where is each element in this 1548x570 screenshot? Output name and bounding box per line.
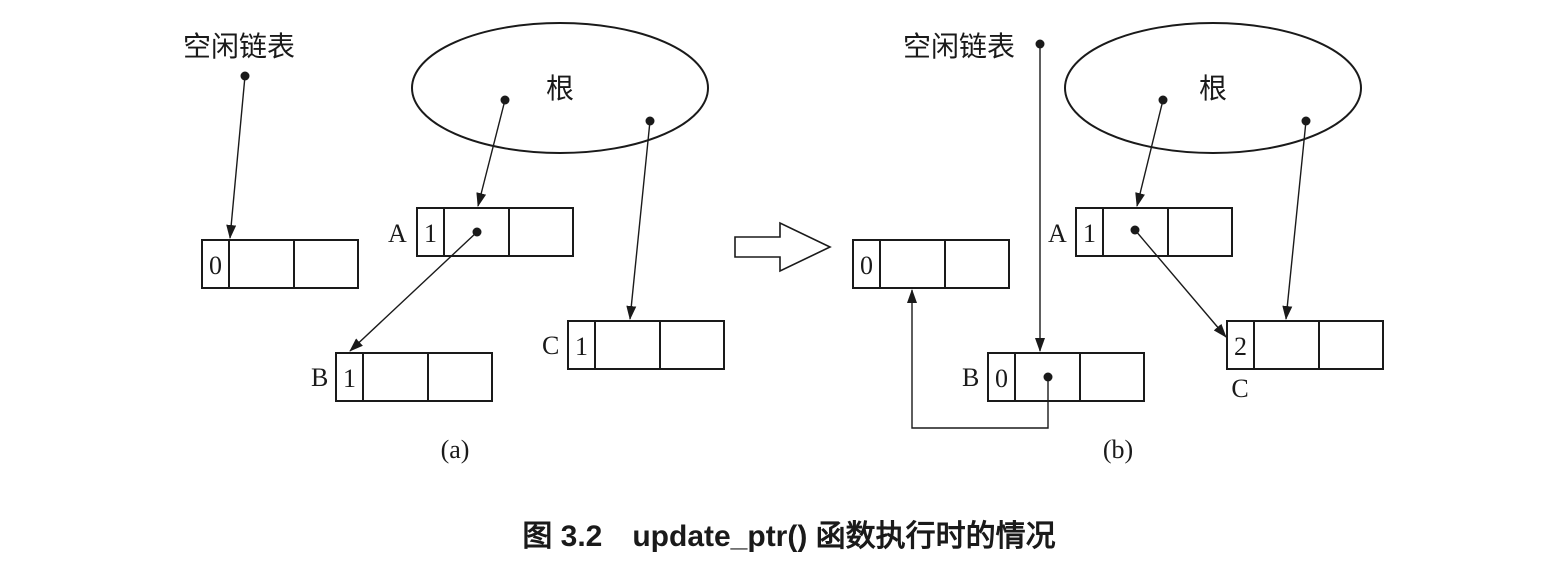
ref-count-cell <box>1226 320 1255 370</box>
panel-a: 空闲链表 根 0 A 1 B <box>183 22 725 464</box>
object-label: C <box>1231 374 1248 403</box>
a-to-c-arrow <box>1134 229 1227 338</box>
object-b: B 1 <box>311 352 493 402</box>
ref-count-cell <box>1075 207 1104 257</box>
ref-count-value: 0 <box>995 364 1008 393</box>
field-cell <box>594 320 661 370</box>
object-b: B 0 <box>962 352 1145 402</box>
field-cell <box>879 239 946 289</box>
field-cell <box>1318 320 1384 370</box>
ref-count-value: 0 <box>860 251 873 280</box>
root-to-c-arrow <box>1282 120 1307 320</box>
field-cell <box>1253 320 1320 370</box>
field-cell <box>1079 352 1145 402</box>
root-to-a-arrow <box>1135 99 1164 207</box>
object-a: A 1 <box>1048 207 1233 257</box>
field-cell <box>362 352 429 402</box>
root-ellipse <box>1064 22 1362 154</box>
object-label: C <box>542 331 559 360</box>
object-label: B <box>311 363 328 392</box>
root-label: 根 <box>546 73 574 105</box>
field-cell <box>293 239 359 289</box>
ref-count-value: 1 <box>343 364 356 393</box>
object-label: A <box>388 219 407 248</box>
transition-arrow-icon <box>734 221 832 273</box>
ref-count-value: 2 <box>1234 332 1247 361</box>
ref-count-value: 1 <box>424 219 437 248</box>
panel-b: 空闲链表 根 0 A 1 B <box>852 22 1384 464</box>
root-ellipse <box>411 22 709 154</box>
field-cell <box>427 352 493 402</box>
object-c: C 1 <box>542 320 725 370</box>
ref-count-cell <box>987 352 1016 402</box>
root-label: 根 <box>1199 73 1227 105</box>
free-object: 0 <box>852 239 1010 289</box>
ref-count-value: 1 <box>1083 219 1096 248</box>
panel-caption: (a) <box>441 435 470 464</box>
free-list-label: 空闲链表 <box>183 31 295 63</box>
field-cell <box>508 207 574 257</box>
ref-count-cell <box>335 352 364 402</box>
ref-count-cell <box>567 320 596 370</box>
root-to-a-arrow <box>476 99 506 207</box>
figure-caption: 图 3.2 update_ptr() 函数执行时的情况 <box>522 520 1055 553</box>
free-object: 0 <box>201 239 359 289</box>
ref-count-value: 1 <box>575 332 588 361</box>
ref-count-cell <box>416 207 445 257</box>
field-cell <box>1167 207 1233 257</box>
object-label: A <box>1048 219 1067 248</box>
field-cell <box>659 320 725 370</box>
field-cell <box>443 207 510 257</box>
root-to-c-arrow <box>626 120 651 320</box>
free-list-label: 空闲链表 <box>903 31 1015 63</box>
panel-caption: (b) <box>1103 435 1133 464</box>
a-to-b-arrow <box>349 231 478 352</box>
ref-count-value: 0 <box>209 251 222 280</box>
free-list-arrow <box>226 75 246 239</box>
field-cell <box>944 239 1010 289</box>
field-cell <box>228 239 295 289</box>
object-c: 2 C <box>1226 320 1384 403</box>
b-to-free-object-arrow <box>907 289 1049 429</box>
object-a: A 1 <box>388 207 574 257</box>
object-label: B <box>962 363 979 392</box>
